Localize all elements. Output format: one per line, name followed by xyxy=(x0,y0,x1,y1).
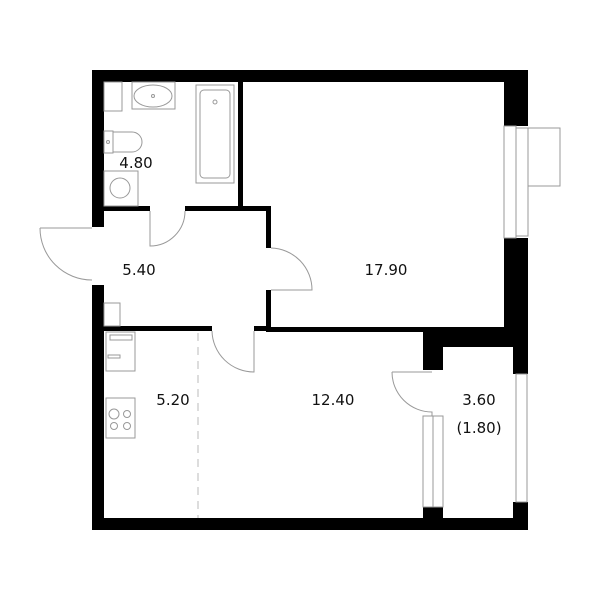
stove-icon xyxy=(105,397,136,439)
bedroom-window xyxy=(503,125,517,239)
bedroom-door[interactable] xyxy=(270,247,313,291)
balcony-door[interactable] xyxy=(391,371,433,416)
walls xyxy=(92,70,528,530)
hallway-area: 5.40 xyxy=(122,261,155,279)
fixtures xyxy=(103,81,235,518)
kitchen-area: 5.20 xyxy=(156,391,189,409)
area-labels: 4.80 5.40 17.90 5.20 12.40 3.60 (1.80) xyxy=(119,154,501,437)
bathtub-icon xyxy=(195,84,235,184)
shelf xyxy=(103,302,121,327)
windows xyxy=(422,125,561,508)
sink-icon xyxy=(131,81,176,110)
window-planter xyxy=(527,127,561,187)
balcony-area: 3.60 xyxy=(462,391,495,409)
bedroom-window-sash xyxy=(515,127,529,237)
balcony-glass-door-left xyxy=(422,415,434,508)
balcony-reduced-area: (1.80) xyxy=(456,419,501,437)
entry-door[interactable] xyxy=(39,227,93,281)
washing-machine-icon xyxy=(103,170,139,207)
bathroom-door[interactable] xyxy=(149,210,186,247)
living-area: 12.40 xyxy=(312,391,355,409)
doors xyxy=(39,210,433,416)
bathroom-area: 4.80 xyxy=(119,154,152,172)
toilet-icon xyxy=(103,130,143,154)
fridge-icon xyxy=(105,331,136,372)
balcony-window xyxy=(515,373,528,503)
balcony-glass-door-right xyxy=(432,415,444,508)
kitchen-door[interactable] xyxy=(211,330,255,373)
bedroom-area: 17.90 xyxy=(365,261,408,279)
cabinet xyxy=(103,81,123,112)
